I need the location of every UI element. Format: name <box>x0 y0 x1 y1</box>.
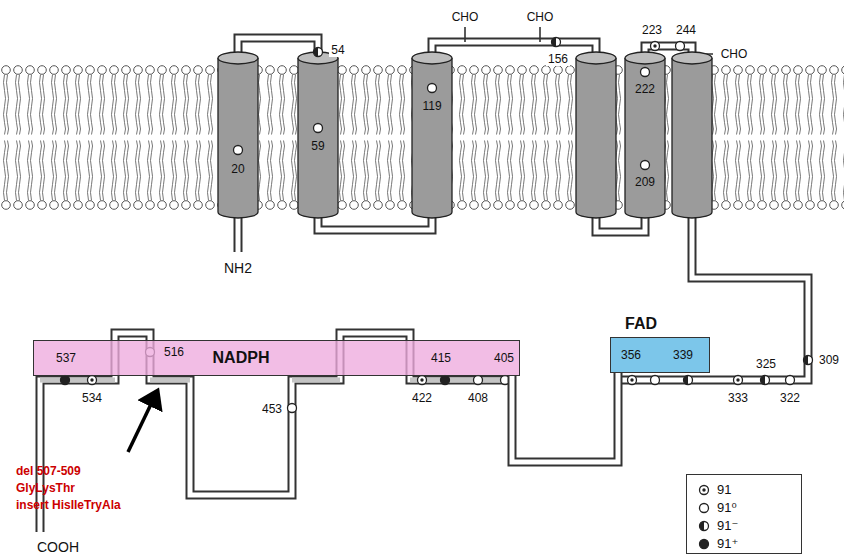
mutation-marker <box>428 84 437 93</box>
mutation-marker <box>734 376 743 385</box>
fad-domain-box: FAD356339 <box>610 337 710 373</box>
mutation-marker <box>88 376 97 385</box>
residue-number: 405 <box>494 351 514 365</box>
helix-cylinder <box>625 58 665 218</box>
mutation-marker <box>651 42 660 51</box>
helix-cylinder <box>412 58 452 218</box>
mutation-marker <box>441 376 450 385</box>
chain-connector <box>512 373 618 462</box>
mutation-marker <box>61 376 70 385</box>
mutation-marker <box>288 404 297 413</box>
mutation-markers <box>61 38 813 413</box>
terminus-label: CHO <box>450 10 481 24</box>
helix-cylinder <box>576 58 616 218</box>
legend-row: 91⁺ <box>687 535 797 553</box>
mutation-marker <box>418 376 427 385</box>
helix-cap <box>218 52 258 64</box>
mutation-marker <box>641 161 650 170</box>
helix-cap <box>672 52 712 64</box>
helix-cylinder <box>672 58 712 218</box>
mutation-marker <box>641 68 650 77</box>
residue-number: 534 <box>80 391 104 405</box>
residue-number: 422 <box>410 391 434 405</box>
residue-number: 356 <box>621 348 641 362</box>
residue-number: 325 <box>754 357 778 371</box>
legend-symbol <box>697 501 711 515</box>
legend-symbol <box>697 537 711 551</box>
helix-cylinders <box>218 52 712 218</box>
chain-fill <box>512 373 618 462</box>
mutation-note: GlyLysThr <box>16 481 75 495</box>
legend-text: 91 <box>717 482 731 498</box>
residue-number: 453 <box>260 402 284 416</box>
residue-number: 408 <box>466 391 490 405</box>
residue-number: 537 <box>56 351 76 365</box>
terminus-label: CHO <box>525 10 556 24</box>
helix-cap <box>625 52 665 64</box>
mutation-note: del 507-509 <box>16 464 81 478</box>
chain-outline <box>238 38 808 380</box>
residue-number: 309 <box>817 353 841 367</box>
helix-cylinder <box>218 58 258 218</box>
mutation-marker <box>684 376 693 385</box>
mutation-marker <box>676 42 685 51</box>
mutation-marker <box>474 376 483 385</box>
helix-cap <box>412 52 452 64</box>
legend-marker <box>700 486 709 495</box>
helix-cap <box>576 52 616 64</box>
terminus-label: COOH <box>35 540 81 554</box>
legend-symbol <box>697 483 711 497</box>
legend-box: 91 91⁰ 91⁻ 91⁺ <box>686 474 802 554</box>
mutation-note: insert HisIleTryAla <box>16 498 121 512</box>
legend-text: 91⁰ <box>717 500 737 516</box>
mutation-marker <box>651 376 660 385</box>
domain-name: FAD <box>625 315 657 333</box>
residue-number: 209 <box>633 175 657 189</box>
residue-number: 222 <box>633 82 657 96</box>
pointer-arrow <box>128 400 153 452</box>
legend-row: 91⁻ <box>687 517 797 535</box>
mutation-marker <box>314 124 323 133</box>
domain-name: NADPH <box>213 349 270 367</box>
nadph-domain-band: NADPH 537 516 415 405 <box>33 340 520 376</box>
polypeptide-chain <box>40 27 808 532</box>
residue-number: 339 <box>673 348 693 362</box>
mutation-marker <box>786 376 795 385</box>
residue-number: 59 <box>309 139 326 153</box>
terminus-label: NH2 <box>222 261 254 275</box>
legend-row: 91 <box>687 481 797 499</box>
mutation-marker <box>628 376 637 385</box>
residue-number: 119 <box>420 99 443 113</box>
mutation-marker <box>552 38 561 47</box>
legend-marker <box>700 540 709 549</box>
mutation-marker <box>761 376 770 385</box>
legend-row: 91⁰ <box>687 499 797 517</box>
legend-symbol <box>697 519 711 533</box>
legend-marker <box>700 522 709 531</box>
legend-text: 91⁺ <box>717 536 738 552</box>
residue-number: 244 <box>674 23 698 37</box>
legend-text: 91⁻ <box>717 518 738 534</box>
legend-marker <box>700 504 709 513</box>
residue-number: 415 <box>431 351 451 365</box>
residue-number: 333 <box>726 391 750 405</box>
residue-number: 54 <box>329 43 346 57</box>
mutation-marker <box>234 146 243 155</box>
mutation-marker <box>804 356 813 365</box>
residue-number: 322 <box>778 391 802 405</box>
helix-cylinder <box>298 58 338 218</box>
mutation-marker <box>314 48 323 57</box>
chain-outline <box>512 373 618 462</box>
residue-number: 156 <box>546 52 570 66</box>
residue-number: 516 <box>164 345 184 359</box>
chain-fill <box>238 38 808 380</box>
residue-number: 223 <box>640 23 664 37</box>
residue-number: 20 <box>229 162 246 176</box>
terminus-label: CHO <box>719 47 750 61</box>
